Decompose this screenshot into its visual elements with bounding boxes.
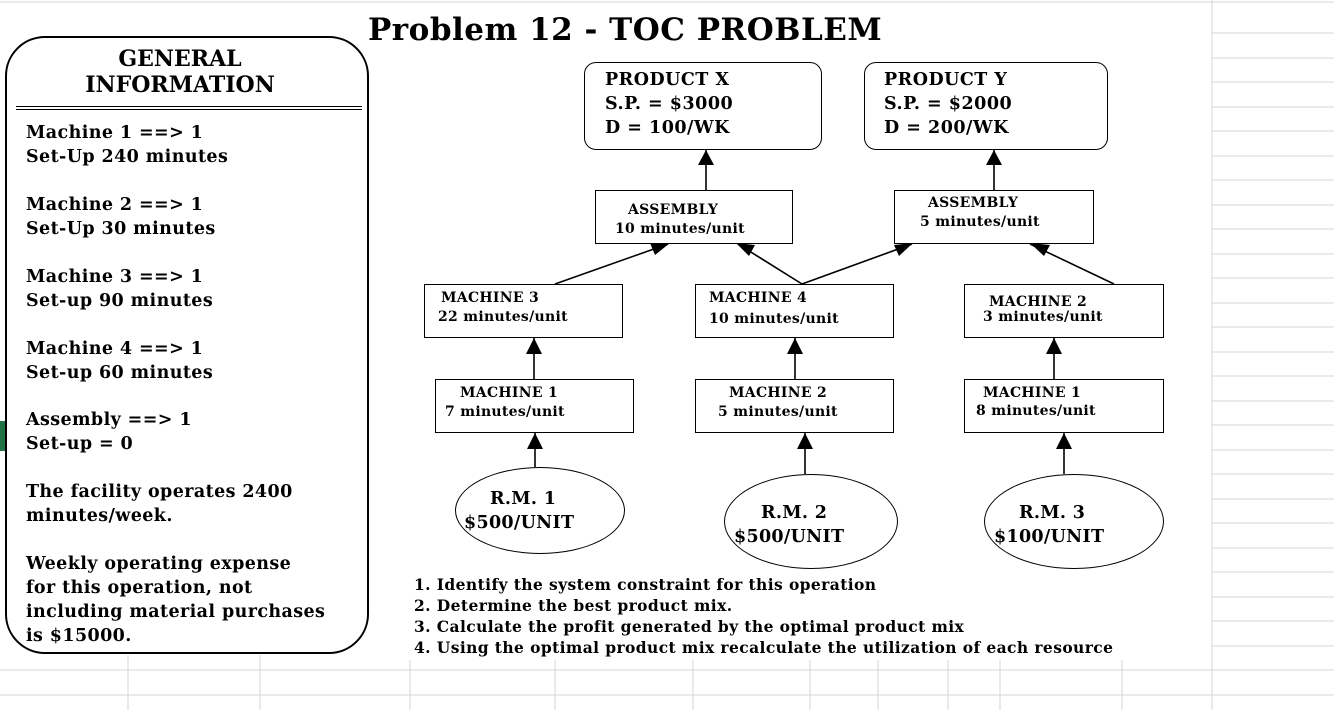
general-info-heading: GENERAL INFORMATION <box>5 46 355 98</box>
page-title: Problem 12 - TOC PROBLEM <box>368 12 883 48</box>
arrowhead <box>787 338 803 354</box>
assembly-x-box <box>595 190 793 244</box>
machine-4-name: MACHINE 4 <box>709 290 808 306</box>
arrowhead <box>1056 433 1072 449</box>
product-x-box <box>584 62 822 150</box>
machine-1-box <box>435 379 634 433</box>
info-line: for this operation, not <box>26 578 253 598</box>
general-heading-line2: INFORMATION <box>85 72 275 98</box>
arrow-machine4-to-assembly-y <box>801 243 913 285</box>
raw-material-2 <box>724 474 898 569</box>
rm-2-name: R.M. 2 <box>761 503 828 523</box>
info-line: Set-Up 30 minutes <box>26 219 216 239</box>
arrow-machine3-to-assembly-x <box>554 243 669 285</box>
product-y-price: S.P. = $2000 <box>884 94 1013 114</box>
assembly-y-time: 5 minutes/unit <box>920 214 1040 230</box>
machine-2-lower-name: MACHINE 2 <box>729 385 828 401</box>
heading-divider <box>16 106 362 110</box>
info-line: including material purchases <box>26 602 326 622</box>
info-line: Set-Up 240 minutes <box>26 147 229 167</box>
machine-1-time: 7 minutes/unit <box>445 404 565 420</box>
question-1: 1. Identify the system constraint for th… <box>414 575 877 594</box>
assembly-x-time: 10 minutes/unit <box>615 221 745 237</box>
info-line: Machine 1 ==> 1 <box>26 123 204 143</box>
machine-2-lower-box <box>695 379 894 433</box>
machine-1-name: MACHINE 1 <box>460 385 559 401</box>
assembly-y-box <box>894 190 1094 244</box>
assembly-y-name: ASSEMBLY <box>928 195 1019 211</box>
arrowhead <box>736 243 755 256</box>
arrowhead <box>1046 338 1062 354</box>
info-line: The facility operates 2400 <box>26 482 293 502</box>
rm-2-cost: $500/UNIT <box>734 527 845 547</box>
machine-3-time: 22 minutes/unit <box>438 309 568 325</box>
general-heading-line1: GENERAL <box>118 46 242 72</box>
machine-3-box <box>424 284 623 338</box>
info-line: Machine 2 ==> 1 <box>26 195 204 215</box>
info-line: Weekly operating expense <box>26 554 292 574</box>
rm-1-cost: $500/UNIT <box>464 513 575 533</box>
product-y-demand: D = 200/WK <box>884 118 1009 138</box>
machine-2-upper-name: MACHINE 2 <box>989 294 1088 310</box>
machine-2-lower-time: 5 minutes/unit <box>718 404 838 420</box>
rm-3-name: R.M. 3 <box>1019 503 1086 523</box>
product-x-name: PRODUCT X <box>605 70 730 90</box>
machine-2-upper-time: 3 minutes/unit <box>983 309 1103 325</box>
machine-1b-name: MACHINE 1 <box>983 385 1082 401</box>
arrowhead <box>1030 243 1050 256</box>
sheet-tab-marker <box>0 421 5 451</box>
product-x-price: S.P. = $3000 <box>605 94 734 114</box>
info-line: Set-up = 0 <box>26 434 134 454</box>
product-y-box <box>864 62 1108 150</box>
arrowhead <box>650 243 670 255</box>
info-line: minutes/week. <box>26 506 173 526</box>
info-line: Machine 4 ==> 1 <box>26 339 204 359</box>
arrowhead <box>797 433 813 449</box>
info-line: Set-up 60 minutes <box>26 363 214 383</box>
machine-1b-box <box>964 379 1164 433</box>
general-info-panel <box>5 36 369 654</box>
rm-1-name: R.M. 1 <box>490 489 557 509</box>
arrowhead <box>698 150 714 165</box>
arrowhead <box>894 243 913 256</box>
machine-2-upper-box <box>964 284 1164 338</box>
raw-material-1 <box>455 467 625 554</box>
product-y-name: PRODUCT Y <box>884 70 1008 90</box>
info-line: Assembly ==> 1 <box>26 410 192 430</box>
question-2: 2. Determine the best product mix. <box>414 596 733 615</box>
info-line: Set-up 90 minutes <box>26 291 214 311</box>
arrowhead <box>986 150 1002 165</box>
machine-4-time: 10 minutes/unit <box>709 311 839 327</box>
info-line: Machine 3 ==> 1 <box>26 267 204 287</box>
question-4: 4. Using the optimal product mix recalcu… <box>414 638 1114 657</box>
rm-3-cost: $100/UNIT <box>994 527 1105 547</box>
machine-3-name: MACHINE 3 <box>441 290 540 306</box>
info-line: is $15000. <box>26 626 132 646</box>
machine-1b-time: 8 minutes/unit <box>976 403 1096 419</box>
machine-4-box <box>695 284 894 338</box>
product-x-demand: D = 100/WK <box>605 118 730 138</box>
question-3: 3. Calculate the profit generated by the… <box>414 617 965 636</box>
raw-material-3 <box>984 474 1164 569</box>
assembly-x-name: ASSEMBLY <box>628 202 719 218</box>
arrowhead <box>527 433 543 449</box>
arrowhead <box>526 338 542 354</box>
